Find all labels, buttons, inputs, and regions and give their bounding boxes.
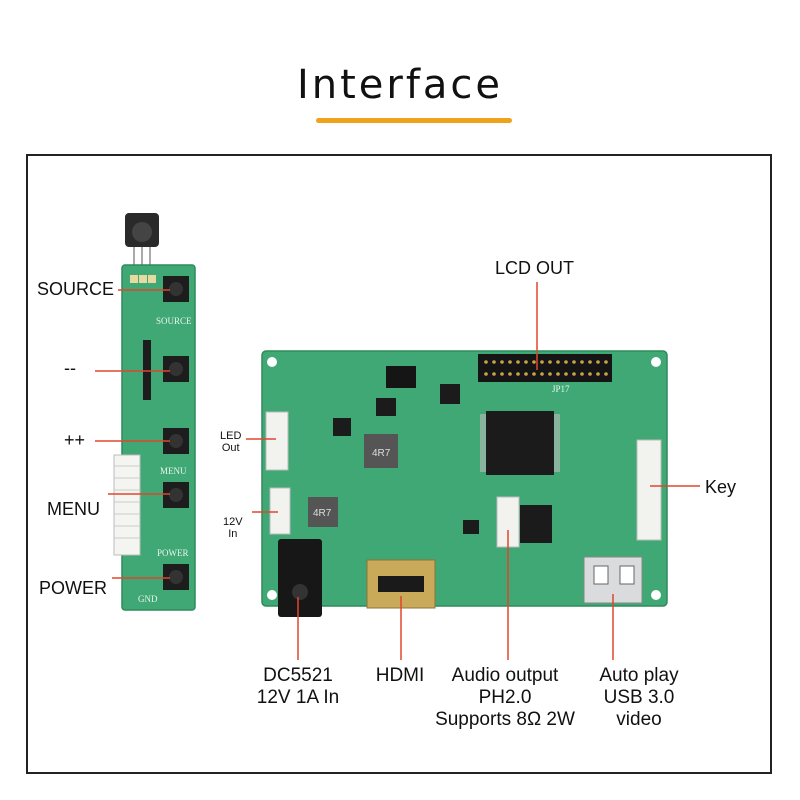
label-led-out: LED Out bbox=[220, 430, 242, 454]
inductors: 4R7 4R7 bbox=[308, 434, 398, 527]
label-usb-line3: video bbox=[616, 709, 662, 730]
label-usb-line2: USB 3.0 bbox=[603, 687, 675, 708]
small-header bbox=[386, 366, 416, 388]
silk-4r7-a: 4R7 bbox=[372, 448, 391, 459]
silk-gnd: GND bbox=[138, 594, 158, 604]
main-chip bbox=[480, 411, 560, 475]
dc-jack bbox=[278, 539, 322, 617]
label-audio-line2: PH2.0 bbox=[478, 687, 532, 708]
label-dc-line2: 12V 1A In bbox=[256, 687, 340, 708]
page-title: Interface bbox=[296, 62, 504, 108]
label-12v-in: 12V In bbox=[223, 516, 243, 540]
label-usb: Auto play USB 3.0 video bbox=[578, 665, 700, 731]
label-key: Key bbox=[705, 477, 737, 497]
label-dc: DC5521 12V 1A In bbox=[228, 665, 368, 709]
key-board-pcb bbox=[113, 264, 196, 611]
small-ics bbox=[333, 384, 552, 543]
diagram-frame bbox=[26, 154, 772, 774]
tactile-buttons bbox=[163, 276, 189, 590]
lcd-out-header bbox=[478, 354, 612, 382]
label-dc-line1: DC5521 bbox=[263, 665, 333, 686]
ir-receiver bbox=[125, 213, 159, 272]
label-usb-line1: Auto play bbox=[599, 665, 679, 686]
label-plus: ++ bbox=[64, 430, 86, 450]
label-power: POWER bbox=[39, 578, 108, 598]
label-menu: MENU bbox=[47, 499, 100, 519]
main-leaders bbox=[246, 282, 700, 660]
label-source: SOURCE bbox=[37, 279, 115, 299]
label-audio-line3: Supports 8Ω 2W bbox=[435, 709, 575, 730]
silk-power: POWER bbox=[157, 548, 189, 558]
connectors bbox=[265, 411, 662, 548]
silk-jp: JP17 bbox=[552, 384, 570, 394]
silk-source: SOURCE bbox=[156, 316, 192, 326]
label-audio-line1: Audio output bbox=[451, 665, 559, 686]
silk-4r7-b: 4R7 bbox=[313, 508, 332, 519]
label-minus: -- bbox=[64, 358, 76, 378]
key-board-silkscreen: SOURCE MENU POWER GND bbox=[138, 316, 192, 604]
label-audio: Audio output PH2.0 Supports 8Ω 2W bbox=[420, 665, 590, 731]
title-underline bbox=[316, 118, 512, 123]
label-hdmi: HDMI bbox=[375, 665, 425, 686]
label-lcd-out: LCD OUT bbox=[495, 258, 575, 278]
silk-menu: MENU bbox=[160, 466, 187, 476]
key-leaders bbox=[95, 289, 170, 579]
main-board-pcb bbox=[261, 350, 668, 607]
